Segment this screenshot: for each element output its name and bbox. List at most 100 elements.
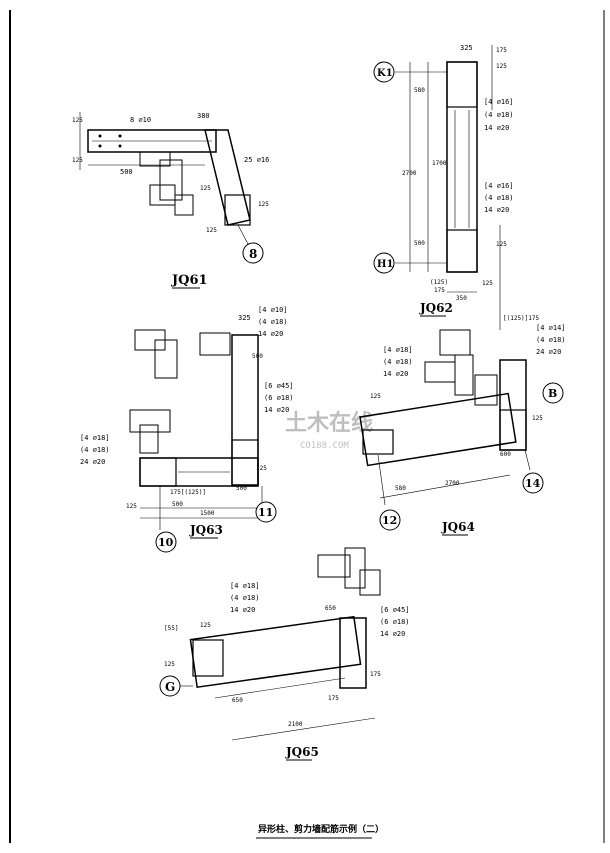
- jq63-note: [4 ⌀10]: [258, 306, 288, 314]
- jq63-note: (4 ⌀18): [258, 318, 288, 326]
- jq65-axis-label: G: [165, 680, 175, 694]
- jq64-left-column: [362, 429, 394, 455]
- jq64-detail: [454, 354, 474, 396]
- jq65-dim-line: [231, 717, 376, 741]
- jq63-note: 500: [172, 501, 183, 508]
- jq62-bottom-column: [446, 229, 478, 273]
- jq61-bar-dot: [118, 144, 122, 148]
- jq62-note: 175: [496, 47, 507, 54]
- jq65-note: [4 ⌀18]: [230, 582, 260, 590]
- jq62-note: 14 ⌀20: [484, 124, 509, 132]
- jq61-end-column: [224, 194, 251, 226]
- jq61-axis-label: 8: [249, 247, 257, 261]
- jq62-note: [4 ⌀16]: [484, 182, 514, 190]
- jq64-note: 125: [532, 415, 543, 422]
- jq63-axis-bubble-10: [155, 531, 177, 553]
- jq64-detail: [424, 361, 456, 383]
- jq64-axis-bubble-b: [542, 382, 564, 404]
- jq61-bar-dot: [98, 144, 102, 148]
- jq63-note: 125: [126, 503, 137, 510]
- jq62-label: JQ62: [419, 301, 453, 315]
- jq65-note: 125: [164, 661, 175, 668]
- watermark: 土木在线 CO188.COM: [285, 410, 373, 451]
- jq64-axis-label: B: [548, 387, 557, 400]
- jq63-note: 1500: [200, 510, 215, 517]
- jq62-axis-bubble-k1: [373, 61, 395, 83]
- jq64-note: [4 ⌀14]: [536, 324, 566, 332]
- jq61-detail-d: [174, 194, 194, 216]
- jq63-note: [6 ⌀45]: [264, 382, 294, 390]
- jq63-label: JQ63: [189, 523, 223, 537]
- jq63-detail: [139, 424, 159, 454]
- jq65-left-column: [192, 639, 224, 677]
- jq64-note: 600: [500, 451, 511, 458]
- jq64-note: 24 ⌀20: [536, 348, 561, 356]
- jq64-axis-line: [377, 454, 386, 506]
- jq61-detail-a: [139, 151, 171, 167]
- jq63-detail: [129, 409, 171, 433]
- jq61-bar-dot: [118, 134, 122, 138]
- jq65-note: [6 ⌀45]: [380, 606, 410, 614]
- jq63-axis-label: 10: [158, 536, 174, 549]
- jq61-detail-c: [149, 184, 176, 206]
- jq62-wall: [446, 61, 478, 273]
- jq65-detail: [344, 547, 366, 589]
- jq64-axis-line: [524, 449, 531, 471]
- jq64-wall-horizontal: [359, 392, 517, 467]
- jq61-note: 125: [72, 117, 83, 124]
- jq62-axis-label: K1: [377, 68, 393, 79]
- jq62-note: 175: [434, 287, 445, 294]
- jq64-note: (4 ⌀18): [383, 358, 413, 366]
- jq61-note: 500: [120, 168, 133, 176]
- jq62-note: [4 ⌀16]: [484, 98, 514, 106]
- jq61-note: 125: [72, 157, 83, 164]
- jq63-note: 175[(125)]: [170, 489, 206, 496]
- jq62-axis-bubble-h1: [373, 252, 395, 274]
- jq62-note: (125): [430, 279, 448, 286]
- jq62-note: 125: [482, 280, 493, 287]
- jq62-section: K1 H1 325 175 125 580 1700 2700 500 [4 ⌀…: [373, 44, 540, 330]
- jq65-axis-bubble: [159, 675, 181, 697]
- watermark-sub: CO188.COM: [300, 441, 349, 451]
- jq62-note: 125: [496, 63, 507, 70]
- jq63-note: 125: [256, 465, 267, 472]
- jq64-label: JQ64: [441, 520, 475, 534]
- jq63-note: (4 ⌀18): [80, 446, 110, 454]
- jq62-note: 1700: [432, 160, 447, 167]
- jq63-note: 500: [252, 353, 263, 360]
- jq63-note: 14 ⌀20: [264, 406, 289, 414]
- jq61-axis-bubble: [242, 242, 264, 264]
- jq65-note: 14 ⌀20: [380, 630, 405, 638]
- jq62-note: 14 ⌀20: [484, 206, 509, 214]
- jq63-note: 500: [236, 485, 247, 492]
- watermark-text: 土木在线: [285, 410, 373, 436]
- jq64-axis-label: 12: [382, 514, 397, 527]
- jq64-detail: [474, 374, 498, 406]
- jq61-detail-b: [159, 159, 183, 201]
- jq65-detail: [317, 554, 351, 578]
- jq65-note: 175: [370, 671, 381, 678]
- jq64-detail: [439, 329, 471, 356]
- drawing-title: 异形柱、剪力墙配筋示例（二）: [258, 823, 384, 835]
- jq64-wall-vertical: [499, 359, 527, 451]
- jq62-note: (4 ⌀18): [484, 194, 514, 202]
- jq63-axis-label: 11: [258, 506, 273, 519]
- jq61-note: 25 ⌀16: [244, 156, 269, 164]
- jq63-note: [4 ⌀18]: [80, 434, 110, 442]
- jq62-axis-label: H1: [377, 259, 393, 270]
- jq64-note: [4 ⌀18]: [383, 346, 413, 354]
- jq63-note: 14 ⌀20: [258, 330, 283, 338]
- jq64-axis-label: 14: [525, 477, 541, 490]
- jq65-note: 2100: [288, 721, 303, 728]
- jq64-note: 580: [395, 485, 406, 492]
- jq63-section: 325 [4 ⌀10] (4 ⌀18) 14 ⌀20 500 [6 ⌀45] (…: [80, 306, 294, 553]
- jq61-section: 8 ⌀10 380 25 ⌀16 125 125 500 125 125 125…: [72, 112, 269, 289]
- jq64-axis-bubble-12: [379, 509, 401, 531]
- jq65-note: 125: [200, 622, 211, 629]
- jq63-note: 325: [238, 314, 251, 322]
- jq61-note: 125: [206, 227, 217, 234]
- jq65-note: (6 ⌀18): [380, 618, 410, 626]
- jq61-note: 8 ⌀10: [130, 116, 151, 124]
